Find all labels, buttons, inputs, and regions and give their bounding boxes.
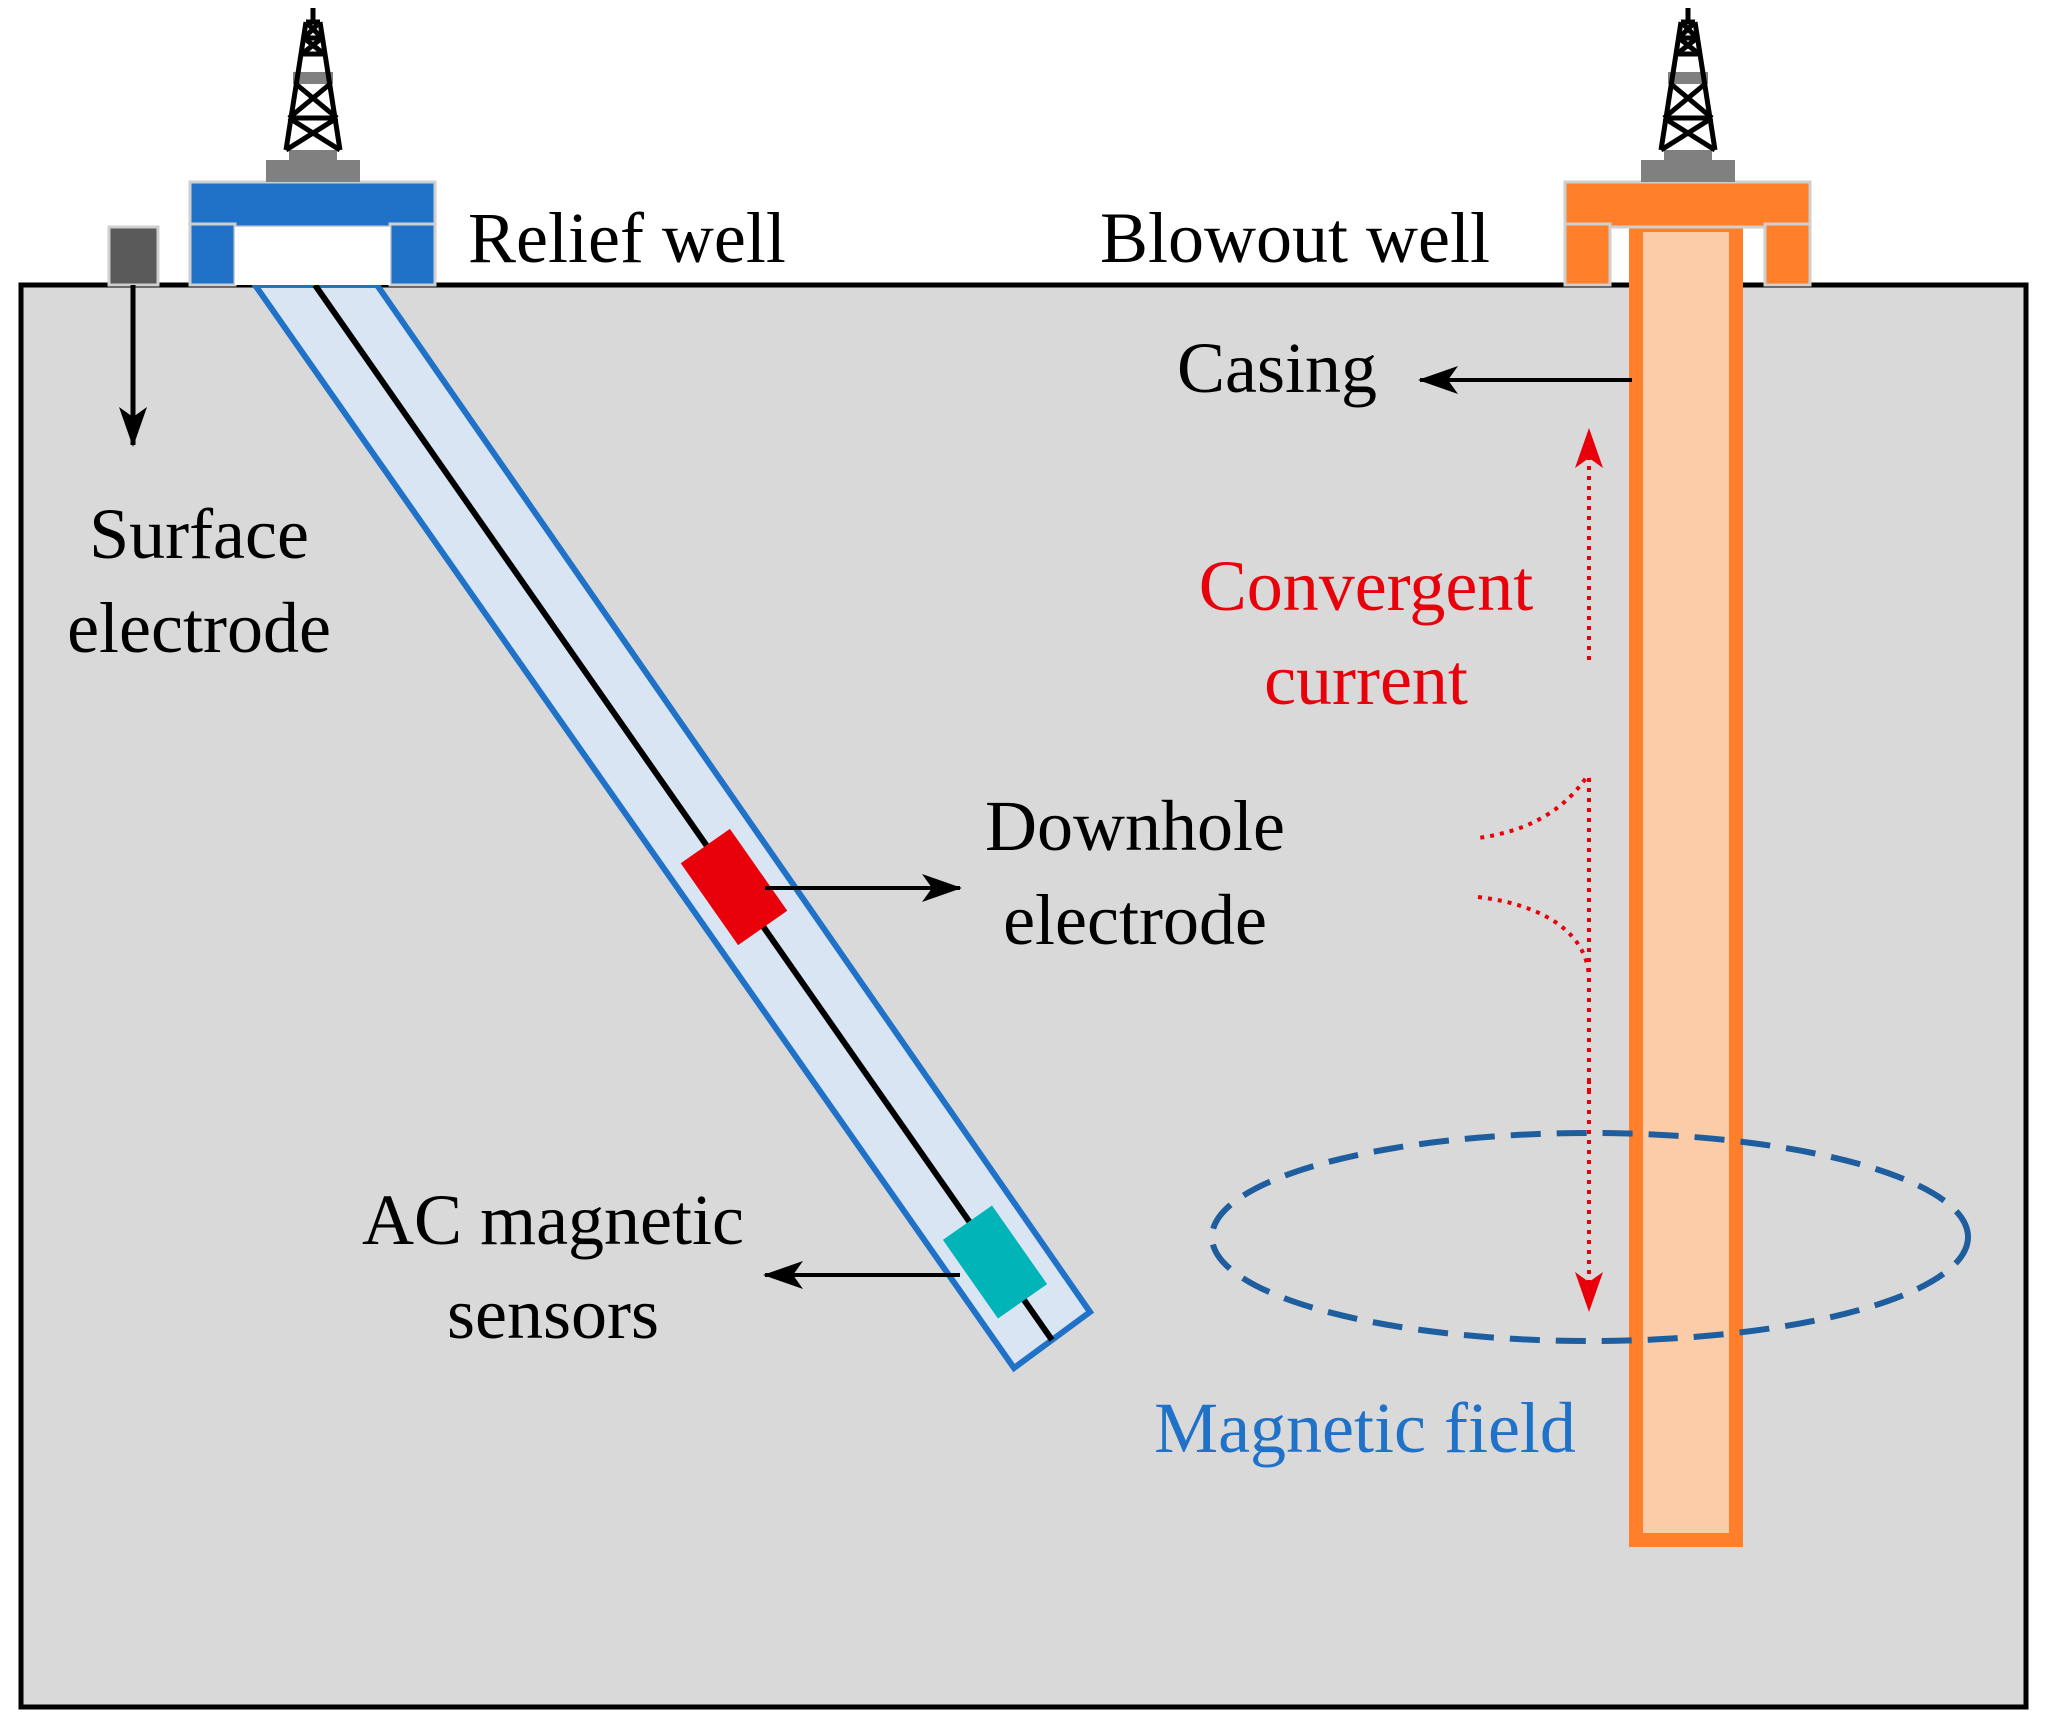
blowout-well-label: Blowout well (1100, 198, 1490, 278)
ac-sensors-label-line1: AC magnetic (362, 1180, 744, 1260)
surface-electrode-label-line1: Surface (89, 494, 309, 574)
convergent-current-label-line1: Convergent (1199, 546, 1534, 626)
ac-magnetic-sensor-block (942, 1205, 1048, 1319)
magnetic-field-loop (1209, 1130, 1971, 1344)
surface-electrode-icon (107, 225, 160, 287)
downhole-electrode-label-line1: Downhole (985, 786, 1285, 866)
magnetic-field-label: Magnetic field (1154, 1388, 1576, 1468)
blowout-wellhead (1563, 180, 1812, 287)
casing-label: Casing (1177, 328, 1377, 408)
downhole-electrode-block (680, 828, 788, 946)
ac-sensors-label-line2: sensors (447, 1274, 659, 1354)
convergent-current-paths (1477, 774, 1591, 1092)
blowout-casing (1629, 218, 1743, 1547)
relief-wellhead (188, 180, 437, 287)
surface-electrode-label-line2: electrode (67, 588, 331, 668)
relief-well-label: Relief well (468, 198, 786, 278)
convergent-current-label-line2: current (1264, 640, 1468, 720)
relief-derrick-icon (266, 8, 360, 182)
blowout-derrick-icon (1641, 8, 1735, 182)
downhole-electrode-label-line2: electrode (1003, 880, 1267, 960)
